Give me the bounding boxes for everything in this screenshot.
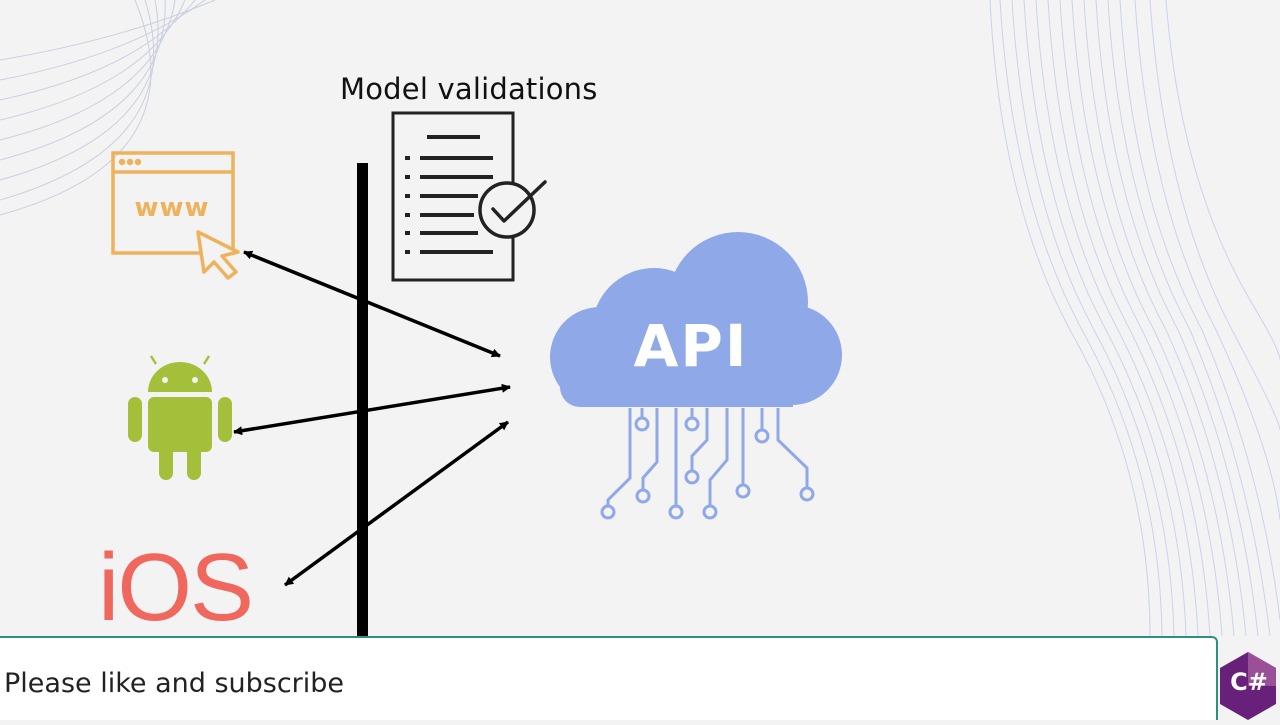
- web-browser-icon: [111, 151, 235, 255]
- bg-lines-right: [989, 0, 1280, 637]
- android-icon: [128, 355, 232, 480]
- subscribe-text: Please like and subscribe: [4, 668, 345, 699]
- cloud-icon: [550, 232, 842, 407]
- cursor-icon: [196, 230, 240, 280]
- arrow-android-api: [233, 383, 511, 436]
- ios-label: iOS: [98, 534, 254, 641]
- arrow-ios-api: [283, 420, 510, 587]
- web-label: www: [134, 193, 210, 223]
- check-circle-icon: [478, 180, 547, 239]
- separator-line: [357, 163, 368, 638]
- arrow-web-api: [243, 250, 501, 358]
- circuit-icon: [600, 408, 815, 520]
- api-label: API: [633, 312, 749, 380]
- diagram-title: Model validations: [340, 72, 598, 106]
- csharp-logo-text: C#: [1230, 668, 1268, 696]
- csharp-logo-icon: [1220, 652, 1276, 720]
- subscribe-banner: [0, 636, 1218, 720]
- bg-lines-top-left: [0, 0, 216, 216]
